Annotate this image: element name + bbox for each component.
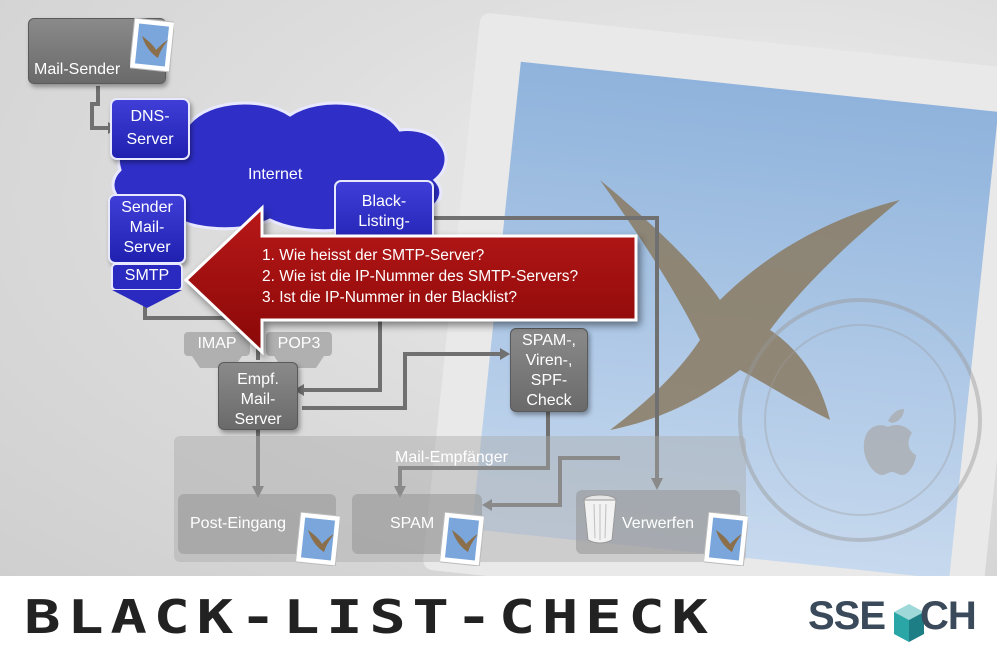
mail-stamp-icon (296, 512, 340, 566)
mail-stamp-icon (440, 512, 484, 566)
black-listing-label-line2: Listing- (358, 213, 410, 230)
empf-mail-server-label-line1: Empf. (237, 371, 279, 388)
sender-mail-server-label-line1: Sender (121, 199, 173, 216)
internet-label: Internet (248, 166, 303, 183)
dns-server-label-line1: DNS- (130, 108, 170, 125)
callout-line-1: 1. Wie heisst der SMTP-Server? (262, 247, 485, 264)
smtp-node-shape (111, 263, 183, 308)
imap-label: IMAP (197, 335, 237, 352)
footer-title: BLACK-LIST-CHECK (24, 590, 715, 644)
footer-bar: BLACK-LIST-CHECK SSE CH (0, 576, 997, 664)
empf-mail-server-label-line2: Mail- (240, 391, 276, 408)
mail-sender-label: Mail-Sender (34, 61, 121, 78)
mail-stamp-icon (130, 18, 174, 72)
empf-mail-server-node (218, 362, 298, 430)
spam-check-label-line2: Viren-, (525, 352, 573, 369)
cube-icon (894, 604, 924, 642)
sse-ch-logo: SSE CH (808, 594, 978, 644)
mail-stamp-icon (704, 512, 748, 566)
callout-line-3: 3. Ist die IP-Nummer in der Blacklist? (262, 289, 517, 306)
trash-icon (583, 494, 617, 544)
smtp-label: SMTP (124, 267, 170, 284)
spam-folder-label: SPAM (390, 515, 435, 532)
sender-mail-server-label-line3: Server (123, 239, 171, 256)
callout-line-2: 2. Wie ist die IP-Nummer des SMTP-Server… (262, 268, 579, 285)
spam-check-label-line1: SPAM-, (522, 332, 576, 349)
dns-server-label-line2: Server (126, 131, 174, 148)
dns-server-node (110, 98, 190, 160)
sender-mail-server-node (108, 194, 186, 264)
pop3-label: POP3 (277, 335, 321, 352)
diagram-canvas: Mail-Sender DNS- Server Internet Sender … (0, 0, 997, 576)
logo-text-right: CH (920, 594, 977, 638)
spam-check-label-line3: SPF- (530, 372, 568, 389)
mail-empfaenger-label: Mail-Empfänger (395, 449, 508, 466)
post-eingang-label: Post-Eingang (190, 515, 287, 532)
spam-check-label-line4: Check (526, 392, 572, 409)
callout-arrow (186, 208, 636, 352)
apple-logo-icon (863, 409, 916, 475)
sender-mail-server-label-line2: Mail- (129, 219, 165, 236)
logo-text-left: SSE (808, 594, 886, 638)
black-listing-label-line1: Black- (361, 193, 407, 210)
hawk-image (600, 180, 900, 430)
verwerfen-label: Verwerfen (622, 515, 695, 532)
empf-mail-server-label-line3: Server (234, 411, 282, 428)
spam-check-node (510, 328, 588, 412)
